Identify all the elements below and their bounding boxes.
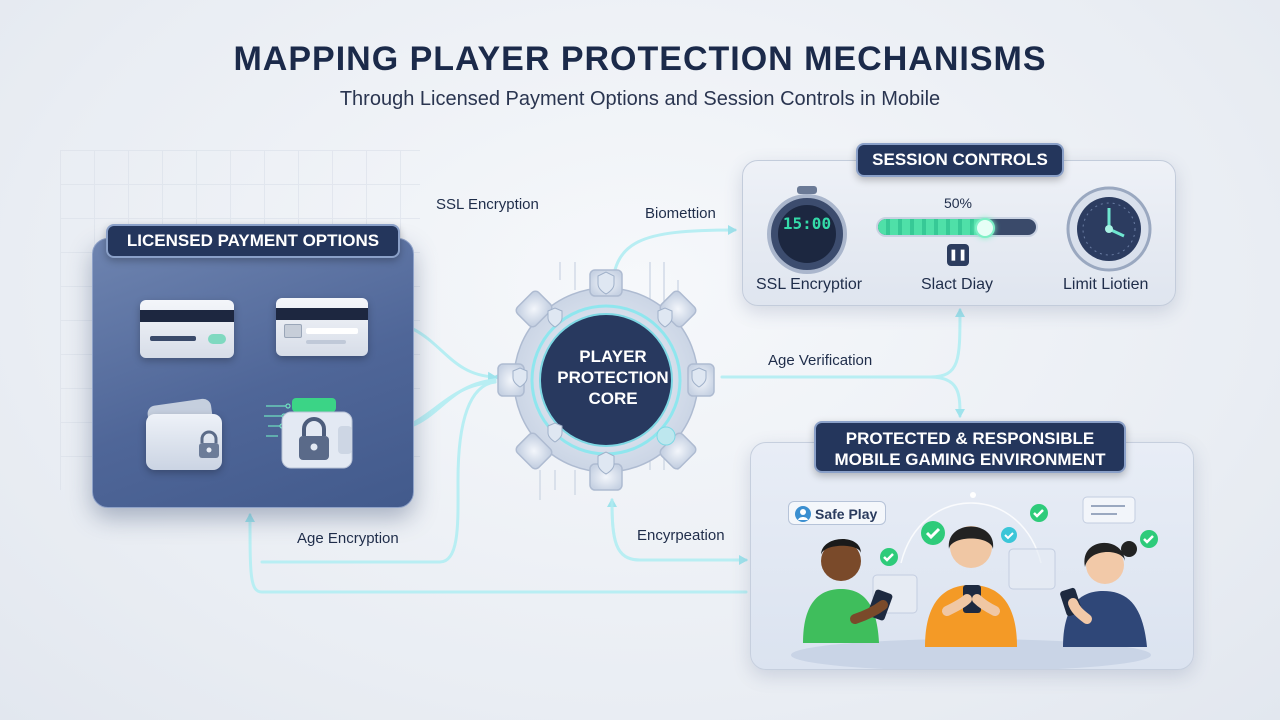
credit-card-chip-icon — [276, 298, 368, 356]
flow-label-age-verification: Age Verification — [768, 352, 873, 369]
user-shield-icon — [795, 506, 811, 522]
payment-panel — [92, 238, 414, 508]
limit-clock-icon — [1066, 186, 1152, 272]
credit-card-icon — [140, 300, 234, 358]
connector-env-payment — [245, 513, 748, 594]
flow-label-ssl-encryption: SSL Encryption — [436, 196, 539, 213]
stopwatch-icon — [764, 184, 850, 274]
progress-percent-label: 50% — [943, 195, 973, 211]
connector-env-core-2 — [610, 498, 748, 565]
environment-panel-title: PROTECTED & RESPONSIBLE MOBILE GAMING EN… — [814, 421, 1126, 473]
session-item-label-slact: Slact Diay — [921, 276, 994, 293]
session-progress-bar — [876, 217, 1038, 237]
flow-label-encryption: Encyrpeation — [637, 527, 725, 544]
payment-panel-title: LICENSED PAYMENT OPTIONS — [106, 224, 400, 258]
pause-button[interactable]: ❚❚ — [947, 244, 969, 266]
session-item-label-limit: Limit Liotien — [1063, 276, 1149, 293]
session-item-label-ssl: SSL Encryptior — [756, 276, 863, 293]
player-protection-core-gear — [486, 256, 726, 504]
page-title: MAPPING PLAYER PROTECTION MECHANISMS — [233, 40, 1047, 78]
page-subtitle: Through Licensed Payment Options and Ses… — [339, 88, 941, 110]
safe-play-badge: Safe Play — [788, 501, 886, 525]
session-controls-title: SESSION CONTROLS — [856, 143, 1064, 177]
core-label: PLAYER PROTECTION CORE — [557, 347, 669, 408]
wallet-lock-icon — [146, 397, 226, 470]
timer-display: 15:00 — [782, 214, 832, 233]
connector-age-encryption — [260, 380, 497, 564]
secure-wallet-lock-icon — [262, 392, 362, 472]
progress-knob[interactable] — [974, 218, 995, 238]
flow-label-age-encryption: Age Encryption — [297, 530, 399, 547]
session-progress-fill — [878, 219, 984, 235]
flow-label-biometric: Biomettion — [645, 205, 716, 222]
environment-panel — [750, 442, 1194, 670]
connector-core-env-down — [928, 375, 965, 418]
